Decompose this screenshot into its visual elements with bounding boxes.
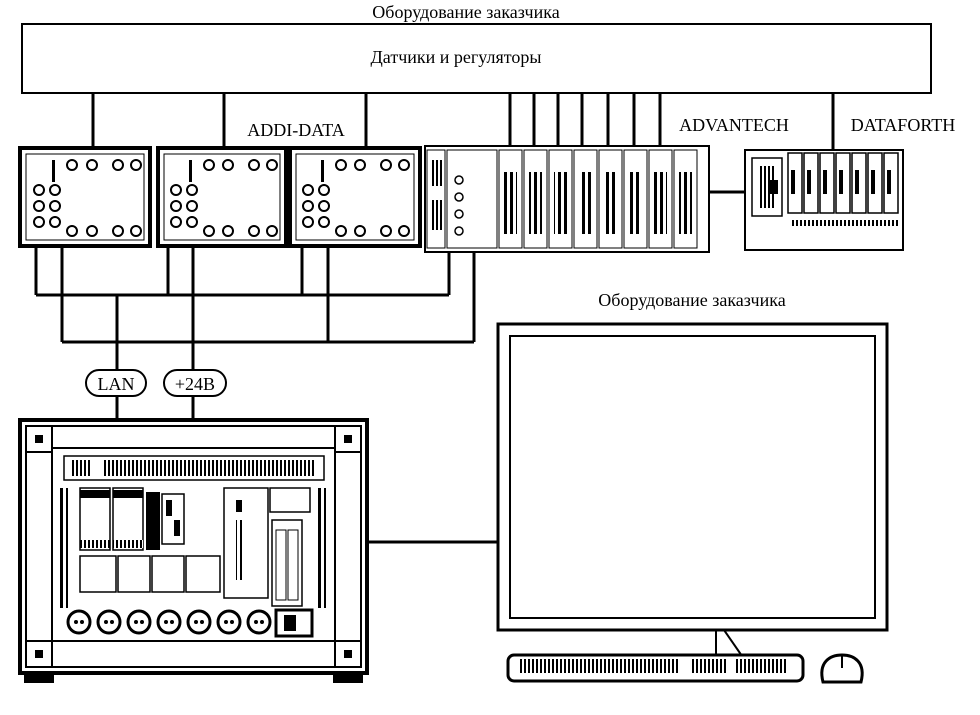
addi-data-label: ADDI-DATA (247, 120, 345, 140)
sensor-connections (91, 93, 835, 150)
lan-label: LAN (98, 374, 135, 394)
addi-data-module-1 (18, 146, 152, 248)
monitor-title: Оборудование заказчика (598, 290, 785, 310)
control-cabinet (18, 418, 369, 683)
dataforth-label: DATAFORTH (851, 115, 955, 135)
mouse-icon (820, 653, 864, 684)
monitor-icon (496, 322, 889, 657)
dataforth-rack (744, 149, 904, 251)
power-tag: +24В (163, 369, 227, 397)
lan-tag: LAN (85, 369, 147, 397)
top-title: Оборудование заказчика (372, 2, 559, 22)
sensors-box (21, 23, 932, 94)
sensors-box-label: Датчики и регуляторы (371, 47, 542, 67)
keyboard-icon (506, 653, 805, 683)
advantech-rack (424, 145, 710, 253)
addi-data-module-2 (156, 146, 288, 248)
power-label: +24В (175, 374, 215, 394)
addi-data-module-3 (288, 146, 422, 248)
advantech-label: ADVANTECH (679, 115, 789, 135)
bus-wiring (34, 246, 476, 420)
